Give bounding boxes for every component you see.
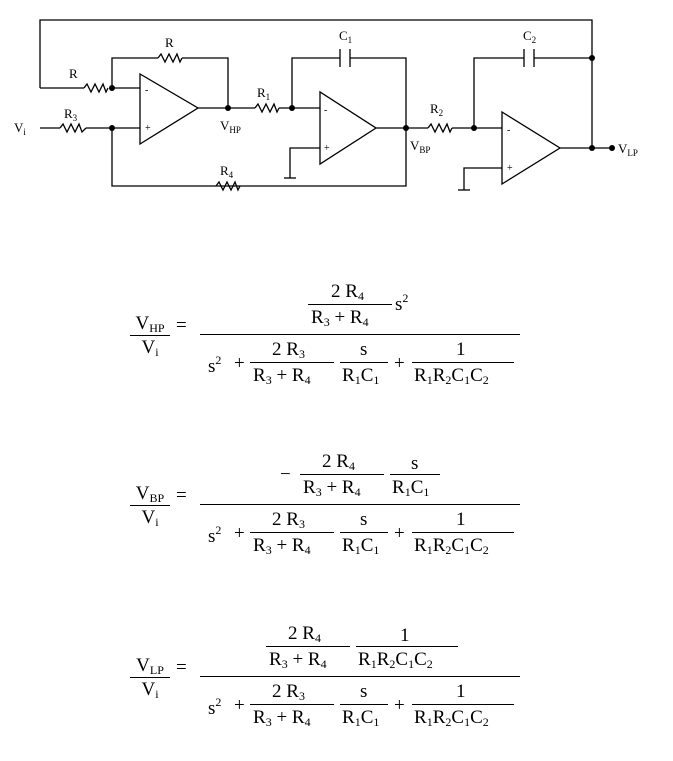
denominator-s-squared: s2 [208, 353, 222, 377]
label-r-feedback: R [165, 35, 174, 50]
plus-sign-2: + [394, 695, 405, 716]
resistor-r-feedback [157, 52, 183, 64]
numerator-2r4: 2 R4 [288, 623, 321, 645]
label-c1: C1 [339, 28, 352, 45]
label-c2: C2 [523, 28, 536, 45]
label-vhp: VHP [220, 118, 241, 135]
denominator-2r3: 2 R3 [272, 681, 305, 703]
denominator-one: 1 [456, 681, 466, 702]
equals-sign: = [176, 485, 187, 506]
denominator-r1r2c1c2: R1R2C1C2 [414, 535, 489, 557]
pin-minus-1: - [145, 85, 148, 96]
pin-minus-3: - [507, 125, 510, 136]
resistor-r-input [83, 82, 109, 94]
numerator-r1c1: R1C1 [392, 477, 430, 499]
numerator-s-squared: s2 [395, 291, 409, 315]
numerator-one: 1 [400, 625, 410, 646]
label-r-input: R [69, 66, 78, 81]
denominator-2r3: 2 R3 [272, 509, 305, 531]
label-vbp: VBP [410, 138, 430, 155]
resistor-r2 [427, 122, 453, 134]
plus-sign: + [234, 523, 245, 544]
label-r4: R4 [220, 163, 234, 180]
plus-sign: + [234, 353, 245, 374]
equation-lowpass: VLP Vi = 2 R4 R3 + R4 1 R1R2C1C2 s2 + 2 … [128, 623, 528, 728]
denominator-s: s [360, 509, 368, 530]
plus-sign-2: + [394, 353, 405, 374]
label-r3: R3 [64, 106, 78, 123]
denominator-s: s [360, 681, 368, 702]
junction-dots [109, 55, 615, 151]
capacitor-c1 [339, 49, 351, 67]
denominator-s-squared: s2 [208, 695, 222, 719]
numerator-minus-sign: − [280, 464, 291, 485]
denominator-r3-plus-r4: R3 + R4 [253, 535, 311, 557]
denominator-r1c1: R1C1 [342, 535, 380, 557]
opamp-bandpass: - + [319, 90, 378, 166]
label-r1: R1 [257, 85, 270, 102]
pin-minus-2: - [324, 105, 327, 116]
resistor-r4 [215, 180, 241, 192]
denominator-one: 1 [456, 509, 466, 530]
lhs-fraction: VLP Vi [128, 655, 172, 701]
pin-plus-1: + [145, 123, 151, 134]
equals-sign: = [176, 315, 187, 336]
numerator-r1r2c1c2: R1R2C1C2 [358, 649, 433, 671]
numerator-r3-plus-r4: R3 + R4 [269, 649, 327, 671]
numerator-r3-plus-r4: R3 + R4 [303, 477, 361, 499]
numerator-2r4: 2 R4 [331, 281, 364, 303]
plus-sign-2: + [394, 523, 405, 544]
denominator-r1c1: R1C1 [342, 365, 380, 387]
denominator-one: 1 [456, 339, 466, 360]
numerator-r3-plus-r4: R3 + R4 [311, 307, 369, 329]
capacitor-c2 [523, 49, 535, 67]
denominator-r3-plus-r4: R3 + R4 [253, 365, 311, 387]
plus-sign: + [234, 695, 245, 716]
denominator-r1r2c1c2: R1R2C1C2 [414, 365, 489, 387]
denominator-2r3: 2 R3 [272, 339, 305, 361]
label-r2: R2 [430, 101, 443, 118]
circuit-diagram: - + - + - + R R R3 R1 R2 R4 C1 C2 Vi VHP… [14, 19, 638, 192]
denominator-s: s [360, 339, 368, 360]
opamp-highpass: - + [139, 72, 200, 146]
equation-highpass: VHP Vi = 2 R4 R3 + R4 s2 s2 + 2 R3 R3 + … [128, 281, 528, 386]
denominator-r3-plus-r4: R3 + R4 [253, 707, 311, 729]
numerator-2r4: 2 R4 [322, 451, 355, 473]
resistor-r3 [59, 122, 87, 134]
lhs-fraction: VBP Vi [128, 483, 172, 529]
denominator-s-squared: s2 [208, 523, 222, 547]
label-vi: Vi [14, 120, 26, 137]
resistor-r1 [254, 102, 280, 114]
label-vlp: VLP [618, 141, 638, 158]
equation-bandpass: VBP Vi = − 2 R4 R3 + R4 s R1C1 s2 + 2 R3… [128, 451, 528, 556]
lhs-fraction: VHP Vi [128, 313, 172, 359]
pin-plus-3: + [507, 163, 513, 174]
denominator-r1r2c1c2: R1R2C1C2 [414, 707, 489, 729]
numerator-s: s [411, 453, 419, 474]
opamp-lowpass: - + [501, 110, 562, 186]
equals-sign: = [176, 657, 187, 678]
denominator-r1c1: R1C1 [342, 707, 380, 729]
pin-plus-2: + [324, 143, 330, 154]
